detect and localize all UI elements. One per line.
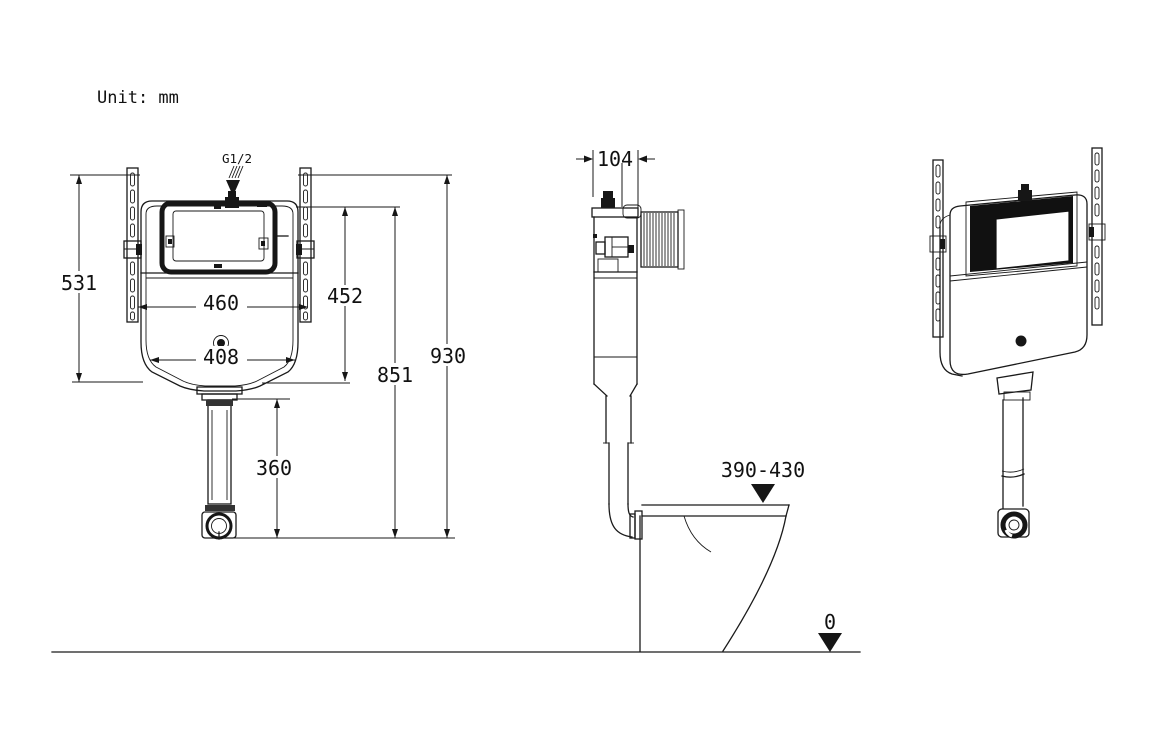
inlet-thread-label: G1/2	[222, 151, 252, 166]
cistern-side-profile	[591, 191, 685, 397]
access-panel-front	[159, 200, 278, 275]
flush-pipe-3d	[996, 371, 1034, 539]
dim-0-label: 0	[824, 610, 836, 634]
access-panel-3d-frame	[965, 191, 1078, 277]
dim-408-label: 408	[203, 345, 239, 369]
dim-930-label: 930	[430, 344, 466, 368]
toilet-pan-profile	[639, 504, 790, 652]
protection-sleeve	[640, 209, 685, 270]
panel-latch-side	[593, 234, 634, 273]
unit-label: Unit: mm	[97, 88, 179, 108]
dim-360-label: 360	[256, 456, 292, 480]
front-view: G1/2	[57, 151, 473, 540]
mounting-rail-left-3d	[929, 159, 947, 338]
pipe-elbow-3d	[997, 508, 1030, 539]
dim-531-label: 531	[61, 271, 97, 295]
water-inlet	[225, 191, 239, 208]
flush-pipe-front	[196, 386, 243, 540]
panel-clip-right	[258, 237, 269, 250]
level-triangle-icon	[818, 633, 842, 652]
drain-screw-3d	[1015, 335, 1027, 347]
dim-452-label: 452	[327, 284, 363, 308]
dim-851-label: 851	[377, 363, 413, 387]
mounting-rail-right-3d	[1088, 147, 1106, 326]
pipe-elbow-front	[201, 511, 237, 540]
rim-height-marker: 390-430	[721, 458, 805, 503]
pipe-elbow-side	[608, 503, 643, 540]
dim-460-label: 460	[203, 291, 239, 315]
side-view: 104	[576, 147, 842, 652]
mounting-rail-right	[296, 167, 315, 323]
level-triangle-icon	[751, 484, 775, 503]
dim-104-label: 104	[597, 147, 633, 171]
panel-clip-left	[165, 235, 175, 248]
cistern-tank-3d	[939, 184, 1088, 377]
side-dimension-depth: 104	[576, 147, 655, 209]
dim-390-430-label: 390-430	[721, 458, 805, 482]
front-dimensions: 531 460 408 452 851	[57, 174, 473, 539]
access-panel-3d-lid	[995, 210, 1070, 270]
rail-bracket-right	[296, 240, 315, 259]
flush-pipe-side	[603, 395, 643, 540]
perspective-view	[929, 147, 1106, 539]
inlet-annotation: G1/2	[222, 151, 252, 196]
floor-level-marker: 0	[818, 610, 842, 652]
inlet-arrow-icon	[226, 180, 240, 196]
mounting-rail-left	[123, 167, 142, 323]
